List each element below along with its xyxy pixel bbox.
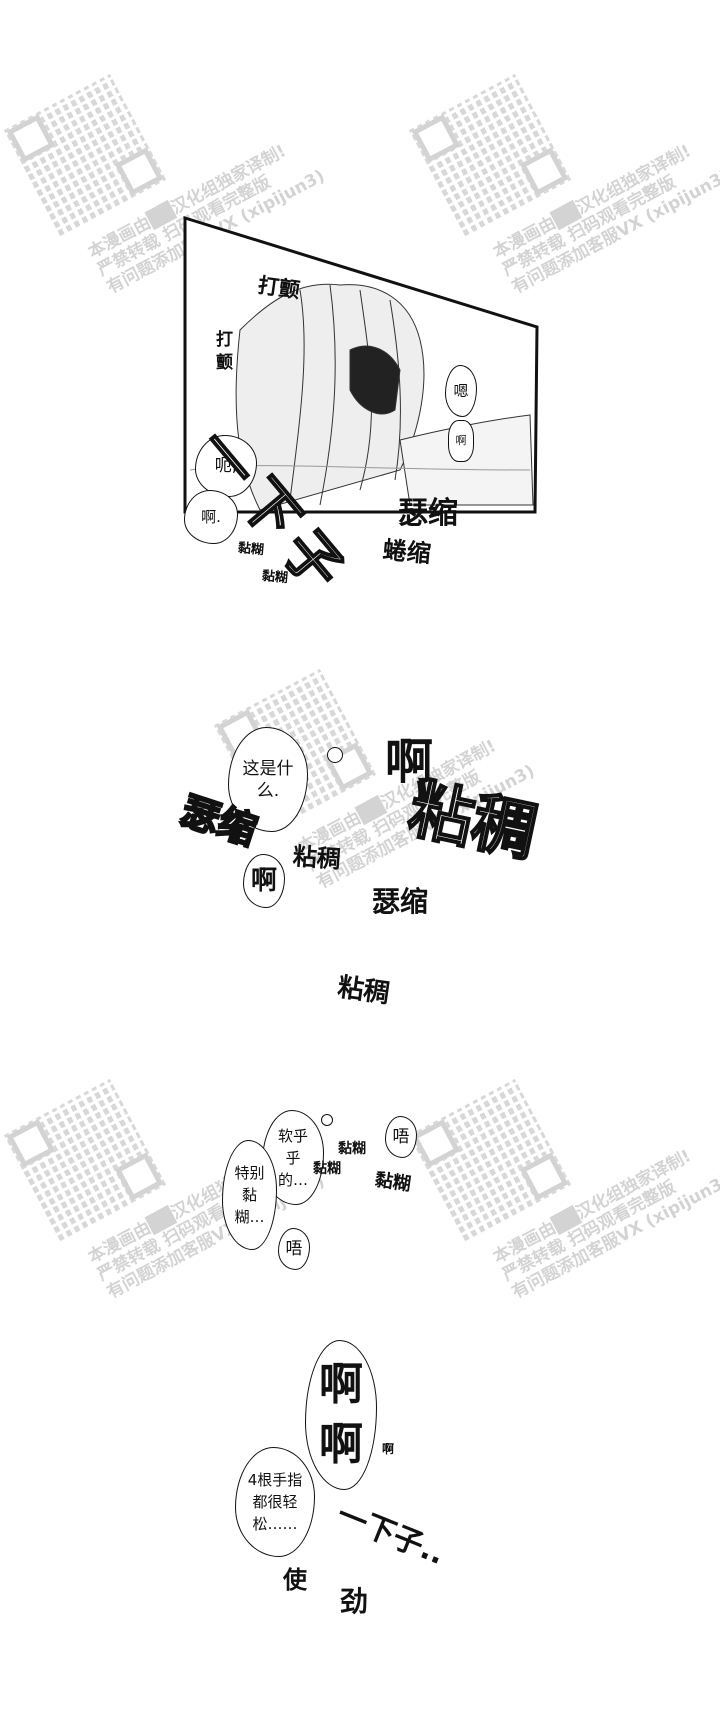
sfx-shiver: 打颤 xyxy=(256,273,302,303)
sfx-suddenly: 一下子.. xyxy=(331,1497,450,1573)
sfx-thick: 粘稠 xyxy=(401,771,544,872)
watermark: 本漫画由██汉化组独家译制!严禁转载 扫码观看完整版有问题添加客服VX (xip… xyxy=(408,1078,720,1303)
sfx-shrink: 瑟缩 xyxy=(398,496,458,531)
thought-bubble-dot xyxy=(327,747,343,763)
speech-bubble-ahah: 啊啊 xyxy=(305,1340,377,1490)
bubble-text: 特别黏糊… xyxy=(234,1164,265,1226)
bubble-text: 这是什么. xyxy=(242,758,294,801)
bubble-text: 唔 xyxy=(392,1127,410,1147)
speech-bubble-moan: 啊 xyxy=(448,420,474,462)
sfx-force: 使 xyxy=(283,1566,307,1594)
sfx-sticky: 黏糊 xyxy=(338,1141,366,1157)
sfx-curl: 蜷缩 xyxy=(381,535,432,569)
qr-code-icon xyxy=(408,1078,572,1242)
bubble-text: 啊. xyxy=(201,508,221,526)
bubble-text: 呃, xyxy=(214,456,238,476)
sfx-ah: 啊 xyxy=(382,1442,395,1456)
speech-bubble-sticky: 特别黏糊… xyxy=(222,1140,277,1250)
bubble-text: 软乎乎的… xyxy=(277,1126,308,1189)
speech-bubble-fingers: 4根手指都很轻松…… xyxy=(235,1447,315,1557)
sfx-ah: 啊 xyxy=(385,734,434,790)
thought-bubble: 这是什么. xyxy=(228,727,308,832)
bubble-text: 4根手指都很轻松…… xyxy=(247,1471,303,1533)
sfx-thick: 粘稠 xyxy=(291,842,342,874)
bubble-text: 啊啊 xyxy=(319,1359,363,1470)
bubble-text: 啊 xyxy=(455,434,467,447)
character-illustration xyxy=(189,283,534,511)
sfx-force: 劲 xyxy=(340,1585,369,1618)
sfx-shiver: 打颤 xyxy=(212,330,232,376)
sfx-sticky: 黏糊 xyxy=(237,540,265,559)
sfx-thick: 粘稠 xyxy=(335,972,392,1010)
bubble-text: 啊 xyxy=(250,866,277,896)
bubble-text: 嗯 xyxy=(453,382,469,400)
speech-bubble-ah: 啊 xyxy=(243,854,285,908)
sfx-shrink: 瑟缩 xyxy=(372,885,429,918)
sfx-sticky: 黏糊 xyxy=(261,568,289,587)
sfx-sticky: 黏糊 xyxy=(373,1169,413,1196)
speech-bubble-wu: 唔 xyxy=(278,1228,310,1270)
speech-bubble-ah: 啊. xyxy=(184,490,238,544)
qr-code-icon xyxy=(3,1078,167,1242)
speech-bubble-moan: 嗯 xyxy=(445,365,477,417)
thought-bubble-dot xyxy=(321,1114,333,1126)
speech-bubble-wu: 唔 xyxy=(385,1116,417,1158)
bubble-text: 唔 xyxy=(285,1239,303,1259)
thought-bubble: 软乎乎的… xyxy=(262,1110,324,1205)
manga-panel-frame xyxy=(183,215,539,514)
sfx-sticky: 黏糊 xyxy=(313,1161,341,1177)
